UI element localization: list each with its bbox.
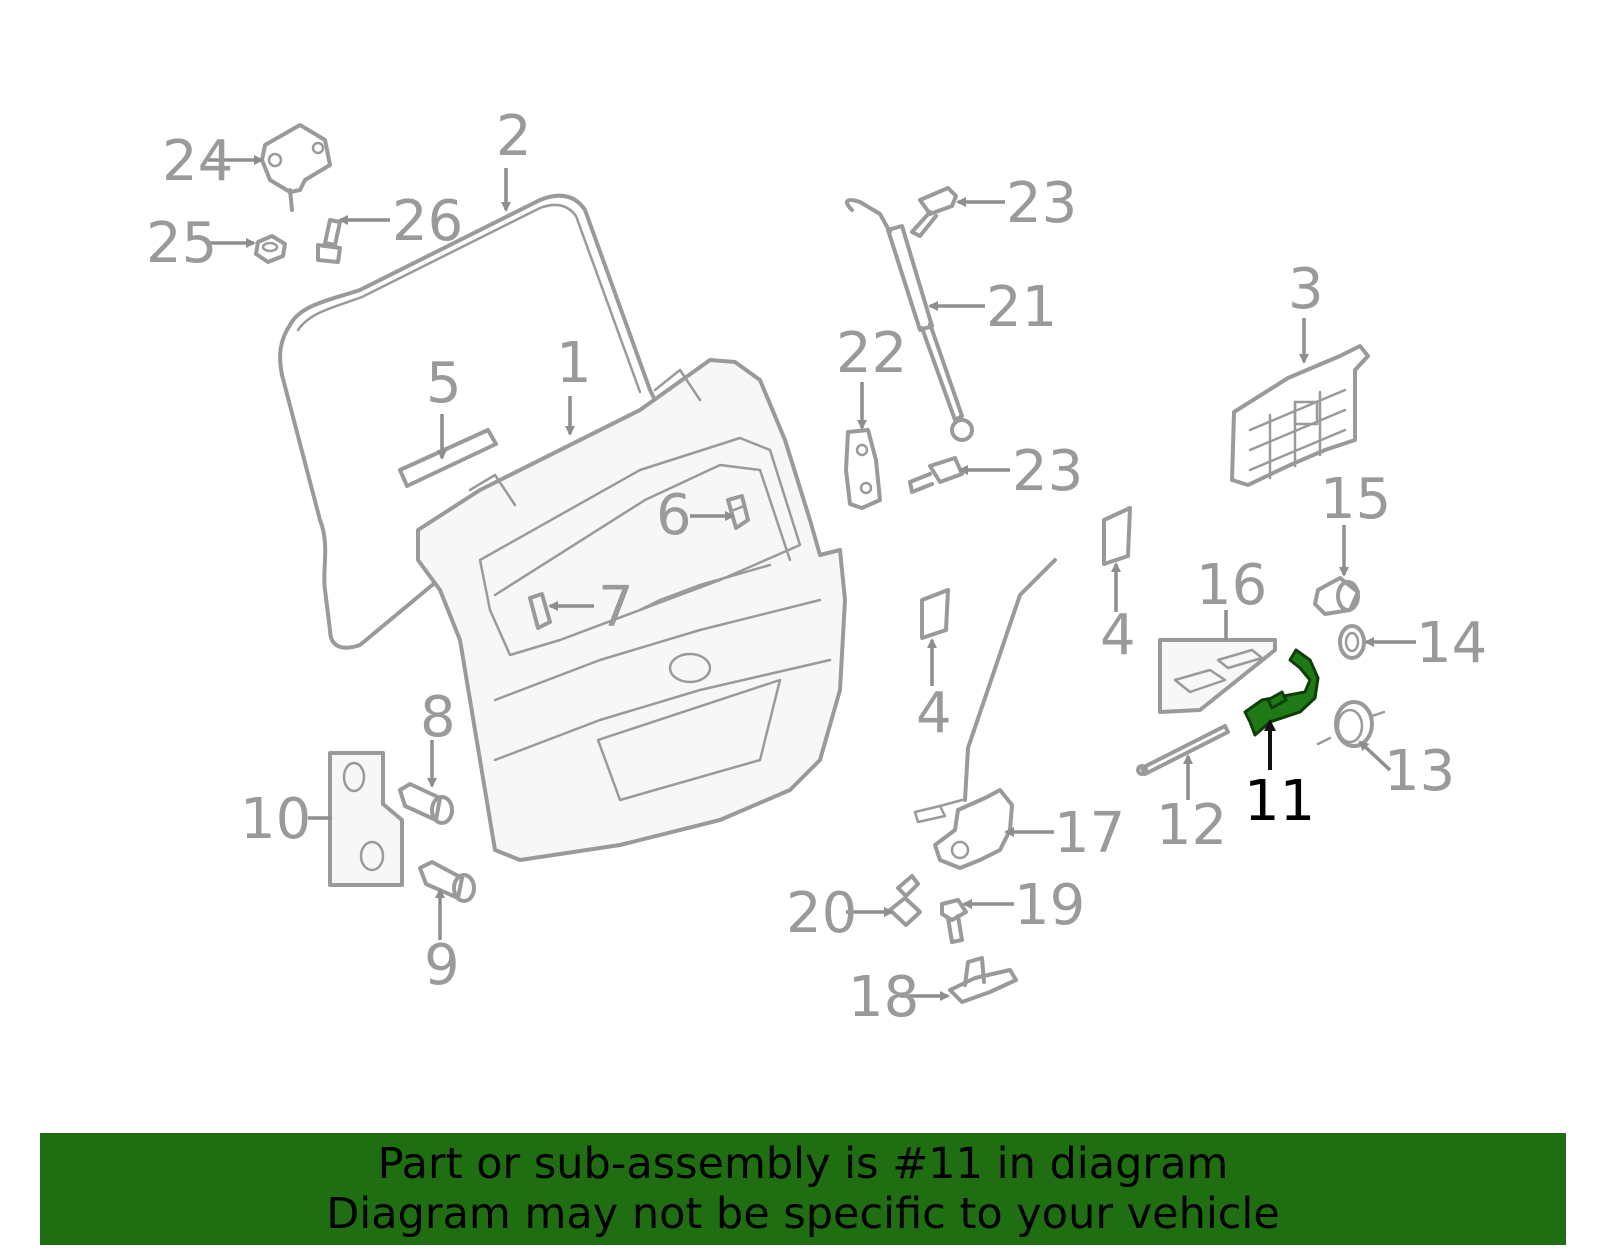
callout-12: 12 <box>1156 793 1227 858</box>
part-4-clip-left <box>920 588 950 640</box>
callout-labels: 2 1 5 6 7 24 25 26 23 21 22 23 3 15 16 1… <box>146 104 1487 1030</box>
callout-16: 16 <box>1196 553 1267 618</box>
callout-20: 20 <box>786 881 857 946</box>
part-26-bolt <box>316 218 342 264</box>
callout-26: 26 <box>392 189 463 254</box>
part-10-plate <box>328 751 404 887</box>
callout-19: 19 <box>1014 873 1085 938</box>
part-8-bumper <box>398 782 454 825</box>
part-23-bolt-upper <box>910 186 958 238</box>
part-7-clip <box>528 592 552 630</box>
part-25-nut <box>254 234 287 264</box>
callout-22: 22 <box>836 321 907 386</box>
part-5-molding <box>398 428 498 488</box>
leader-arrows <box>208 155 1416 1001</box>
banner-line-1: Part or sub-assembly is #11 in diagram <box>377 1139 1229 1189</box>
part-19-bolt <box>940 898 968 944</box>
info-banner: Part or sub-assembly is #11 in diagram D… <box>40 1133 1566 1245</box>
callout-14: 14 <box>1416 611 1487 676</box>
part-1-liftgate <box>416 358 847 862</box>
callout-15: 15 <box>1320 467 1391 532</box>
callout-9: 9 <box>424 933 460 998</box>
part-13-spring <box>1316 700 1386 748</box>
part-4-clip-right <box>1102 506 1132 566</box>
part-14-ring <box>1338 624 1366 660</box>
part-15-motor <box>1313 576 1360 616</box>
part-17-latch <box>913 788 1014 870</box>
banner-line-2: Diagram may not be specific to your vehi… <box>326 1189 1280 1239</box>
callout-6: 6 <box>656 483 692 548</box>
part-22-bracket <box>844 428 882 510</box>
callout-21: 21 <box>986 275 1057 340</box>
callout-23-upper: 23 <box>1006 171 1077 236</box>
callout-24: 24 <box>162 129 233 194</box>
callout-4-left: 4 <box>916 681 952 746</box>
callout-10: 10 <box>240 787 311 852</box>
callout-18: 18 <box>848 965 919 1030</box>
part-24-hinge <box>260 123 332 212</box>
part-23-bolt-lower <box>908 456 964 494</box>
callout-17: 17 <box>1054 801 1125 866</box>
callout-13: 13 <box>1384 739 1455 804</box>
callout-4-right: 4 <box>1100 603 1136 668</box>
part-18-striker <box>948 956 1018 1004</box>
part-2-weatherstrip <box>278 193 657 650</box>
part-21-strut <box>844 198 974 442</box>
callout-25: 25 <box>146 211 217 276</box>
part-9-bumper <box>418 860 476 903</box>
callout-1: 1 <box>556 331 592 396</box>
part-20-bolt <box>888 874 922 927</box>
callout-23-lower: 23 <box>1012 439 1083 504</box>
callout-2: 2 <box>496 104 532 169</box>
callout-8: 8 <box>420 685 456 750</box>
part-3-module <box>1230 344 1370 487</box>
callout-3: 3 <box>1288 257 1324 322</box>
callout-11-highlighted: 11 <box>1244 769 1315 834</box>
part-12-pin <box>1136 724 1230 776</box>
part-17-latch-rod <box>963 558 1057 802</box>
callout-5: 5 <box>426 351 462 416</box>
part-16-bracket <box>1158 638 1277 714</box>
callout-7: 7 <box>598 575 634 640</box>
part-11-highlighted <box>1243 648 1320 737</box>
